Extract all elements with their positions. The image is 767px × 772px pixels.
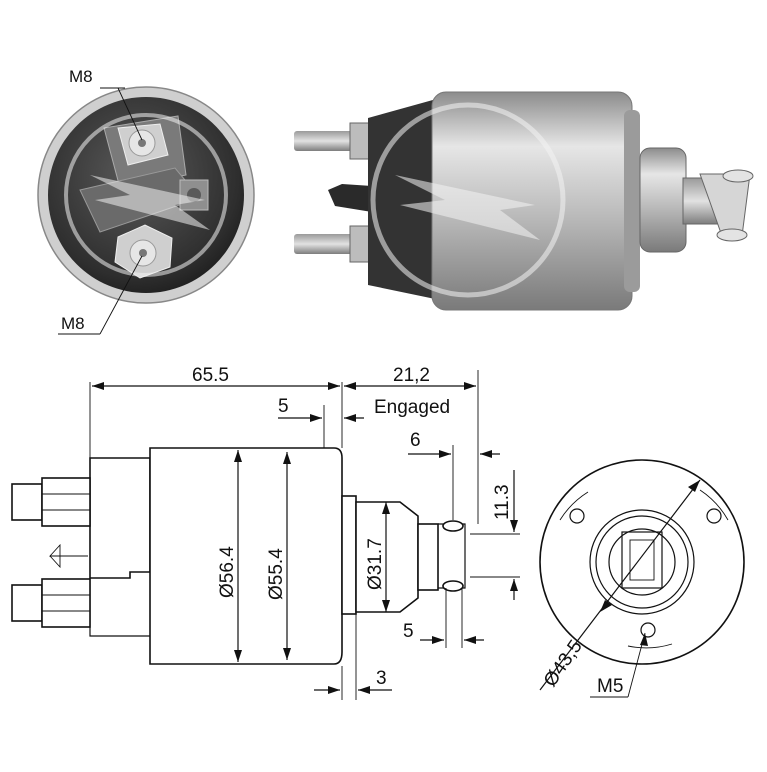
leader-top <box>117 87 143 141</box>
dim-pin-label: 6 <box>410 430 421 451</box>
terminal-block <box>89 457 151 579</box>
photo-end-view: M8 M8 <box>37 67 255 335</box>
flange <box>341 495 357 615</box>
dim-plunger-dia-label: Ø31.7 <box>365 538 386 590</box>
plunger <box>639 147 687 253</box>
hole-label: M5 <box>597 676 623 697</box>
stud-lower-end <box>11 584 43 622</box>
terminal-bottom-label: M8 <box>61 314 85 333</box>
drawing-end-view: Ø43,5 M5 <box>539 459 745 698</box>
stud-upper-end <box>11 483 43 521</box>
watermark-logo-left <box>64 113 228 277</box>
end-ring-2 <box>595 515 689 609</box>
lower-stud <box>294 234 360 254</box>
hole-bottom <box>640 622 656 638</box>
watermark-logo-right <box>370 102 566 298</box>
body-outline <box>149 447 343 665</box>
body-rim <box>624 110 640 292</box>
dim-fork-width-label: 5 <box>403 621 414 642</box>
bottom-stud-center <box>139 249 147 257</box>
plunger-outline <box>355 501 419 613</box>
stud-upper-nut <box>41 477 91 527</box>
upper-stud <box>294 131 360 151</box>
end-square-boss <box>621 531 663 589</box>
end-ring-3 <box>608 528 676 596</box>
lower-nut <box>349 225 371 263</box>
end-ring-1 <box>589 509 695 615</box>
end-square-inner <box>629 539 655 581</box>
dim-offset-label: 5 <box>278 396 289 417</box>
dim-flange-label: 3 <box>376 668 387 689</box>
top-stud-center <box>138 139 146 147</box>
drawing-side-view: 65.5 21,2 Engaged 5 6 11.3 Ø56. <box>11 365 520 700</box>
side-tab <box>328 184 372 212</box>
terminal-block-lower <box>89 578 150 637</box>
dim-pcd-label: Ø43,5 <box>540 636 587 690</box>
fork-pin-lower <box>442 580 464 592</box>
fork-body <box>417 523 439 591</box>
hole-right <box>706 508 722 524</box>
dim-length-label: 65.5 <box>192 365 229 386</box>
dim-fork-label: 11.3 <box>492 484 513 520</box>
fork-pin-upper <box>442 520 464 532</box>
photo-side-view <box>294 91 754 311</box>
leader-bottom <box>99 255 143 335</box>
dim-body-dia-label: Ø56.4 <box>217 546 238 598</box>
dim-engaged-text: Engaged <box>374 397 450 418</box>
dim-engaged-value: 21,2 <box>393 365 430 386</box>
dim-inner-dia-label: Ø55.4 <box>266 548 287 600</box>
terminal-top-label: M8 <box>69 67 93 86</box>
upper-nut <box>349 122 371 160</box>
end-outer-circle <box>539 459 745 665</box>
side-tab-outline <box>48 543 88 569</box>
dim-pcd-line <box>539 479 701 691</box>
fork-pin-bottom <box>716 228 748 242</box>
hole-left <box>569 508 585 524</box>
stud-lower-nut <box>41 578 91 628</box>
fork-pin-top <box>722 169 754 183</box>
fork-ears <box>438 523 466 589</box>
